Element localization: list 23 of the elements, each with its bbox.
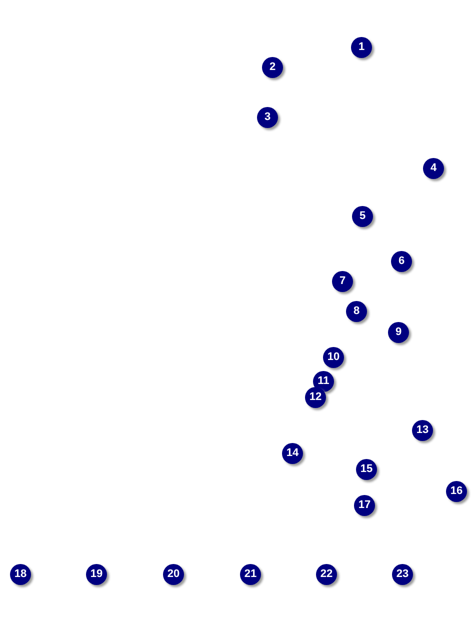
callout-number: 13 <box>412 420 433 441</box>
callout-number: 11 <box>313 371 334 392</box>
callout-number: 12 <box>305 387 326 408</box>
callout-number: 1 <box>351 37 372 58</box>
callout-number: 14 <box>282 443 303 464</box>
callout-number: 19 <box>86 564 107 585</box>
callout-number: 10 <box>323 347 344 368</box>
callout-number: 15 <box>356 459 377 480</box>
callout-number: 3 <box>257 107 278 128</box>
callout-number: 5 <box>352 206 373 227</box>
callout-number: 8 <box>346 301 367 322</box>
callout-number: 23 <box>392 564 413 585</box>
callout-number: 2 <box>262 57 283 78</box>
callout-number: 17 <box>354 495 375 516</box>
callout-number: 21 <box>240 564 261 585</box>
callout-number: 22 <box>316 564 337 585</box>
callout-number: 4 <box>423 158 444 179</box>
callout-number: 16 <box>446 481 467 502</box>
callout-number: 6 <box>391 251 412 272</box>
callout-number: 7 <box>332 271 353 292</box>
callout-number: 20 <box>163 564 184 585</box>
callout-number: 9 <box>388 322 409 343</box>
callout-number: 18 <box>10 564 31 585</box>
